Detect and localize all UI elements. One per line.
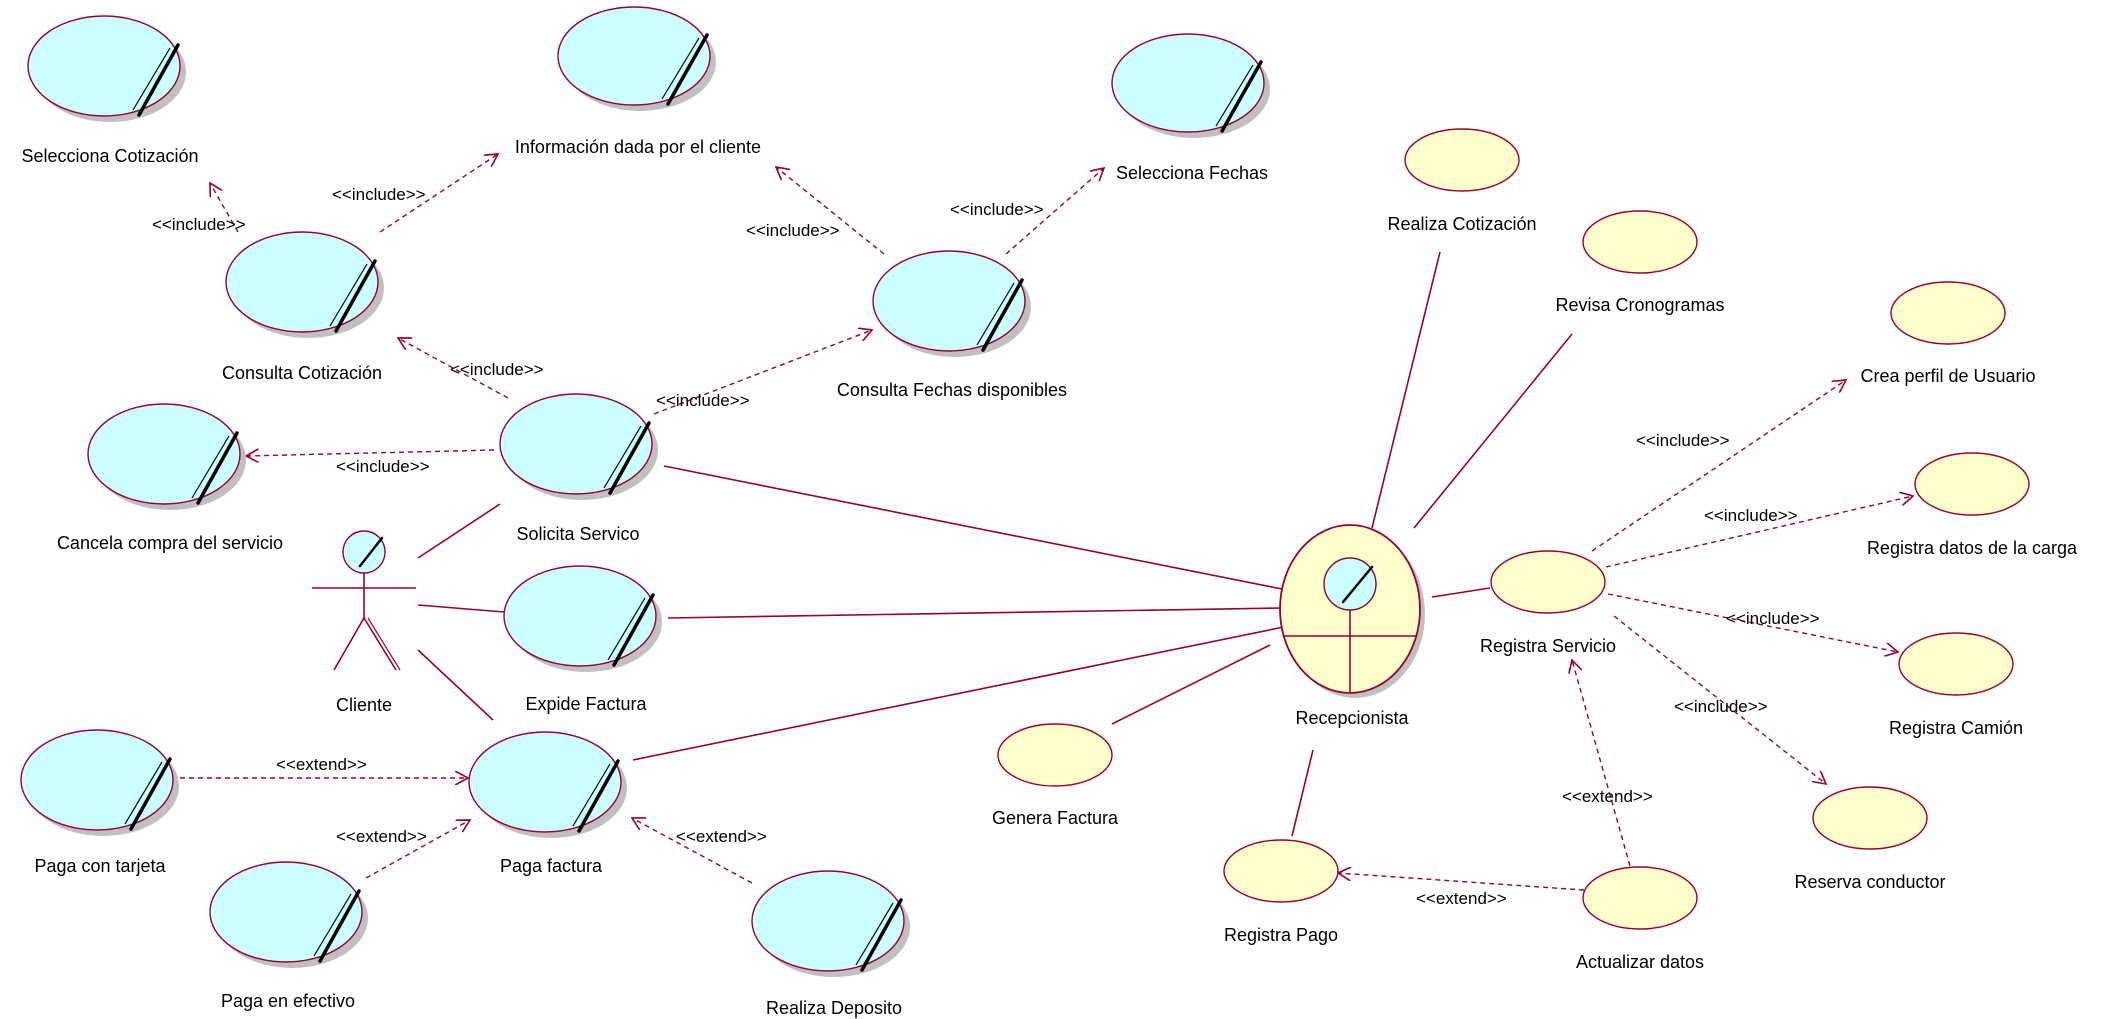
include-servicio-perfil: [1591, 380, 1846, 552]
label-expide-factura: Expide Factura: [525, 694, 647, 714]
stereotype-include: <<include>>: [1674, 697, 1768, 716]
stereotype-include: <<include>>: [336, 457, 430, 476]
stereotype-labels: <<include>> <<include>> <<include>> <<in…: [152, 185, 1820, 908]
stereotype-extend: <<extend>>: [336, 827, 427, 846]
label-realiza-cotizacion: Realiza Cotización: [1387, 214, 1536, 234]
label-informacion-dada: Información dada por el cliente: [515, 137, 761, 157]
usecase-registra-pago[interactable]: Registra Pago: [1223, 839, 1339, 945]
stereotype-extend: <<extend>>: [676, 827, 767, 846]
assoc-recep-registra: [1431, 587, 1491, 598]
assoc-cliente-expide: [417, 604, 505, 613]
stereotype-include: <<include>>: [1704, 506, 1798, 525]
usecase-paga-efectivo[interactable]: Paga en efectivo: [209, 861, 368, 1011]
label-crea-perfil: Crea perfil de Usuario: [1860, 366, 2035, 386]
assoc-cliente-paga: [417, 649, 494, 721]
usecase-crea-perfil[interactable]: Crea perfil de Usuario: [1860, 281, 2036, 386]
label-selecciona-fechas: Selecciona Fechas: [1116, 163, 1268, 183]
stereotype-extend: <<extend>>: [276, 755, 367, 774]
usecase-genera-factura[interactable]: Genera Factura: [992, 723, 1119, 828]
business-actor-icon: [312, 530, 416, 671]
stereotype-include: <<include>>: [656, 391, 750, 410]
assoc-realiza-recep: [1371, 251, 1441, 529]
usecase-informacion-dada[interactable]: Información dada por el cliente: [515, 6, 761, 157]
assoc-revisa-recep: [1413, 333, 1573, 529]
stereotype-include: <<include>>: [332, 185, 426, 204]
label-consulta-cotizacion: Consulta Cotización: [222, 363, 382, 383]
label-cancela-compra: Cancela compra del servicio: [57, 533, 283, 553]
label-actualizar-datos: Actualizar datos: [1576, 952, 1704, 972]
assoc-genera-recep: [1111, 644, 1271, 725]
label-registra-carga: Registra datos de la carga: [1867, 538, 2078, 558]
include-solicita-fechas: [653, 330, 872, 415]
label-paga-tarjeta: Paga con tarjeta: [34, 856, 166, 876]
assoc-solicita-recep: [663, 465, 1288, 591]
include-fechas-informacion: [776, 167, 885, 255]
extend-deposito-paga: [632, 818, 753, 884]
usecase-realiza-cotizacion[interactable]: Realiza Cotización: [1387, 128, 1537, 234]
usecase-reserva-conductor[interactable]: Reserva conductor: [1794, 786, 1946, 892]
label-registra-pago: Registra Pago: [1224, 925, 1338, 945]
usecase-actualizar-datos[interactable]: Actualizar datos: [1576, 866, 1704, 972]
extend-efectivo-paga: [365, 820, 470, 879]
business-worker-icon: [1279, 524, 1425, 698]
label-registra-servicio: Registra Servicio: [1480, 636, 1616, 656]
extend-actualizar-pago: [1338, 873, 1585, 891]
stereotype-include: <<include>>: [152, 215, 246, 234]
include-fechas-selecciona: [1005, 168, 1104, 255]
include-solicita-cancela: [246, 450, 495, 456]
usecase-registra-carga[interactable]: Registra datos de la carga: [1867, 452, 2078, 558]
label-revisa-cronogramas: Revisa Cronogramas: [1555, 295, 1724, 315]
stereotype-extend: <<extend>>: [1562, 787, 1653, 806]
stereotype-include: <<include>>: [950, 200, 1044, 219]
usecase-solicita-servicio[interactable]: Solicita Servico: [499, 393, 658, 544]
label-genera-factura: Genera Factura: [992, 808, 1119, 828]
include-consulta-informacion: [379, 154, 498, 233]
usecase-selecciona-cotizacion[interactable]: Selecciona Cotización: [21, 15, 199, 166]
stereotype-include: <<include>>: [450, 360, 544, 379]
association-lines: [417, 251, 1573, 837]
label-consulta-fechas: Consulta Fechas disponibles: [837, 380, 1067, 400]
label-actor-cliente: Cliente: [336, 695, 392, 715]
usecase-paga-tarjeta[interactable]: Paga con tarjeta: [20, 729, 179, 876]
assoc-paga-recep: [632, 626, 1285, 761]
stereotype-include: <<include>>: [746, 221, 840, 240]
usecase-consulta-cotizacion[interactable]: Consulta Cotización: [222, 231, 384, 383]
label-realiza-deposito: Realiza Deposito: [766, 998, 902, 1018]
assoc-cliente-solicita: [417, 503, 501, 559]
dependency-lines: [180, 154, 1913, 891]
include-consulta-selecciona: [210, 183, 239, 233]
actor-recepcionista[interactable]: Recepcionista: [1279, 524, 1425, 728]
label-paga-efectivo: Paga en efectivo: [221, 991, 355, 1011]
usecase-consulta-fechas[interactable]: Consulta Fechas disponibles: [837, 250, 1067, 400]
label-paga-factura: Paga factura: [500, 856, 603, 876]
usecase-revisa-cronogramas[interactable]: Revisa Cronogramas: [1555, 210, 1725, 315]
stereotype-include: <<include>>: [1726, 609, 1820, 628]
label-selecciona-cotizacion: Selecciona Cotización: [21, 146, 198, 166]
include-servicio-carga: [1605, 496, 1913, 568]
usecase-cancela-compra[interactable]: Cancela compra del servicio: [57, 403, 283, 553]
extend-actualizar-servicio: [1572, 660, 1631, 867]
usecase-registra-servicio[interactable]: Registra Servicio: [1480, 550, 1616, 656]
actor-cliente[interactable]: Cliente: [312, 530, 416, 715]
usecase-selecciona-fechas[interactable]: Selecciona Fechas: [1111, 33, 1270, 183]
label-registra-camion: Registra Camión: [1889, 718, 2023, 738]
label-reserva-conductor: Reserva conductor: [1794, 872, 1945, 892]
usecase-expide-factura[interactable]: Expide Factura: [503, 565, 662, 714]
label-solicita-servicio: Solicita Servico: [516, 524, 639, 544]
stereotype-extend: <<extend>>: [1416, 889, 1507, 908]
label-actor-recepcionista: Recepcionista: [1295, 708, 1409, 728]
assoc-expide-recep: [667, 607, 1283, 619]
include-solicita-consulta: [398, 338, 509, 399]
usecase-paga-factura[interactable]: Paga factura: [468, 731, 627, 876]
assoc-registrapago-recep: [1291, 749, 1314, 837]
include-servicio-camion: [1607, 593, 1898, 652]
stereotype-include: <<include>>: [1636, 431, 1730, 450]
include-servicio-conductor: [1613, 615, 1826, 784]
usecase-realiza-deposito[interactable]: Realiza Deposito: [751, 870, 910, 1018]
usecase-registra-camion[interactable]: Registra Camión: [1889, 632, 2023, 738]
